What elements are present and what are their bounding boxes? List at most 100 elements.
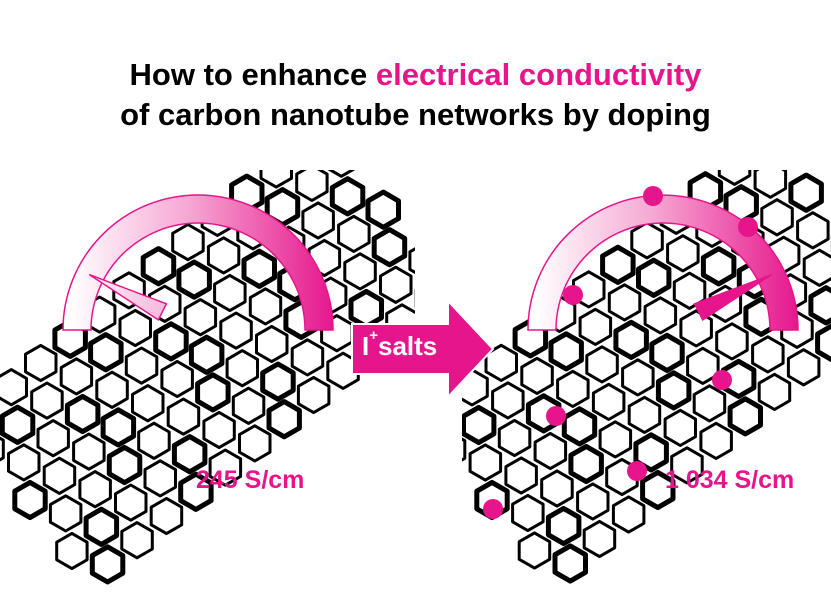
lattice-hexagon: [143, 459, 177, 498]
lattice-hexagon: [700, 246, 737, 287]
lattice-hexagon: [552, 543, 588, 584]
gauge-needle: [693, 273, 773, 321]
gauge-arc: [62, 194, 334, 331]
lattice-hexagon: [206, 236, 241, 275]
lattice-hexagon: [468, 443, 503, 482]
lattice-hexagon: [55, 531, 89, 571]
title-line-2: of carbon nanotube networks by doping: [120, 97, 711, 132]
lattice-hexagon: [371, 227, 408, 268]
lattice-hexagon: [137, 421, 171, 460]
lattice-hexagon: [343, 252, 377, 291]
ion-charge: +: [369, 327, 378, 344]
gauge-arc: [527, 194, 799, 331]
lattice-hexagon: [757, 372, 792, 411]
lattice-hexagon: [504, 456, 538, 495]
lattice-hexagon: [296, 375, 331, 415]
lattice-hexagon: [171, 434, 208, 475]
lattice-hexagon: [301, 201, 335, 240]
lattice-hexagon: [630, 221, 664, 260]
lattice-hexagon: [166, 397, 201, 436]
salts-label: salts: [378, 331, 438, 361]
lattice-hexagon: [462, 437, 467, 462]
lattice-hexagon: [131, 384, 165, 423]
lattice-hexagon: [88, 332, 124, 373]
lattice-hexagon: [572, 270, 606, 309]
dopant-ions: [483, 186, 758, 519]
lattice-hexagon: [627, 395, 662, 434]
lattice-hexagon: [655, 370, 692, 411]
lattice-hexagon: [796, 211, 830, 250]
conductivity-gauge-left: [62, 194, 334, 331]
lattice-hexagon: [751, 335, 785, 374]
lattice-hexagon: [788, 172, 824, 213]
dopant-ion: [738, 217, 758, 237]
lattice-hexagon: [202, 410, 236, 450]
lattice-hexagon: [12, 479, 48, 521]
lattice-hexagon: [717, 170, 752, 186]
lattice-hexagon: [672, 271, 707, 310]
lattice-hexagon: [561, 406, 598, 447]
lattice-hexagon: [72, 432, 106, 471]
lattice-hexagon: [24, 343, 58, 383]
lattice-hexagon: [238, 424, 272, 463]
lattice-hexagon: [213, 273, 247, 313]
lattice-hexagon: [64, 393, 101, 435]
lattice-hexagon: [633, 432, 669, 473]
dopant-ion: [643, 186, 663, 206]
lattice-hexagon: [578, 307, 613, 346]
lattice-hexagon: [78, 470, 112, 509]
lattice-hexagon: [118, 308, 152, 348]
lattice-hexagon: [348, 288, 384, 330]
lattice-hexagon: [260, 361, 296, 402]
lattice-hexagon: [124, 346, 159, 385]
lattice-hexagon: [815, 323, 831, 363]
lattice-hexagon: [600, 244, 636, 285]
lattice-hexagon: [290, 338, 325, 377]
lattice-hexagon: [0, 368, 28, 407]
lattice-hexagon: [178, 471, 214, 512]
lattice-hexagon: [295, 170, 329, 202]
reaction-arrow: [351, 298, 495, 400]
lattice-hexagon: [30, 381, 64, 420]
lattice-hexagon: [598, 420, 633, 459]
lattice-hexagon: [649, 332, 685, 373]
lattice-hexagon: [808, 285, 831, 326]
lattice-hexagon: [48, 494, 83, 533]
lattice-hexagon: [329, 176, 366, 217]
lattice-hexagon: [140, 246, 177, 287]
lattice-hexagon: [607, 283, 642, 322]
dopant-ion: [627, 461, 647, 481]
lattice-hexagon: [548, 331, 584, 372]
dopant-ion: [546, 406, 566, 426]
lattice-hexagon: [408, 247, 415, 275]
ion-symbol: I: [362, 331, 370, 361]
conductivity-gauge-right: [527, 194, 799, 331]
lattice-hexagon: [462, 404, 497, 446]
lattice-hexagon: [802, 248, 831, 287]
dopant-ion: [712, 370, 732, 390]
lattice-hexagon: [666, 234, 700, 273]
lattice-hexagon: [621, 358, 655, 397]
lattice-hexagon: [715, 322, 749, 361]
lattice-hexagon: [511, 493, 545, 533]
lattice-hexagon: [520, 356, 554, 395]
lattice-hexagon: [613, 319, 649, 360]
lattice-hexagon: [188, 334, 225, 375]
lattice-hexagon: [241, 248, 277, 289]
lattice-hexagon: [692, 384, 727, 423]
lattice-hexagon: [497, 418, 532, 458]
lattice-hexagon: [727, 396, 763, 437]
lattice-hexagon: [337, 214, 371, 253]
lattice-hexagon: [640, 469, 676, 511]
lattice-hexagon: [83, 506, 120, 547]
lattice-hexagon: [148, 284, 182, 323]
lattice-hexagon: [540, 469, 574, 508]
lattice-hexagon: [7, 443, 41, 482]
arrow-label: I+salts: [362, 327, 438, 362]
lattice-hexagon: [307, 238, 342, 278]
lattice-hexagon: [266, 399, 302, 440]
lattice-hexagon: [176, 259, 212, 300]
lattice-hexagon: [663, 408, 697, 447]
lattice-hexagon: [36, 419, 70, 458]
